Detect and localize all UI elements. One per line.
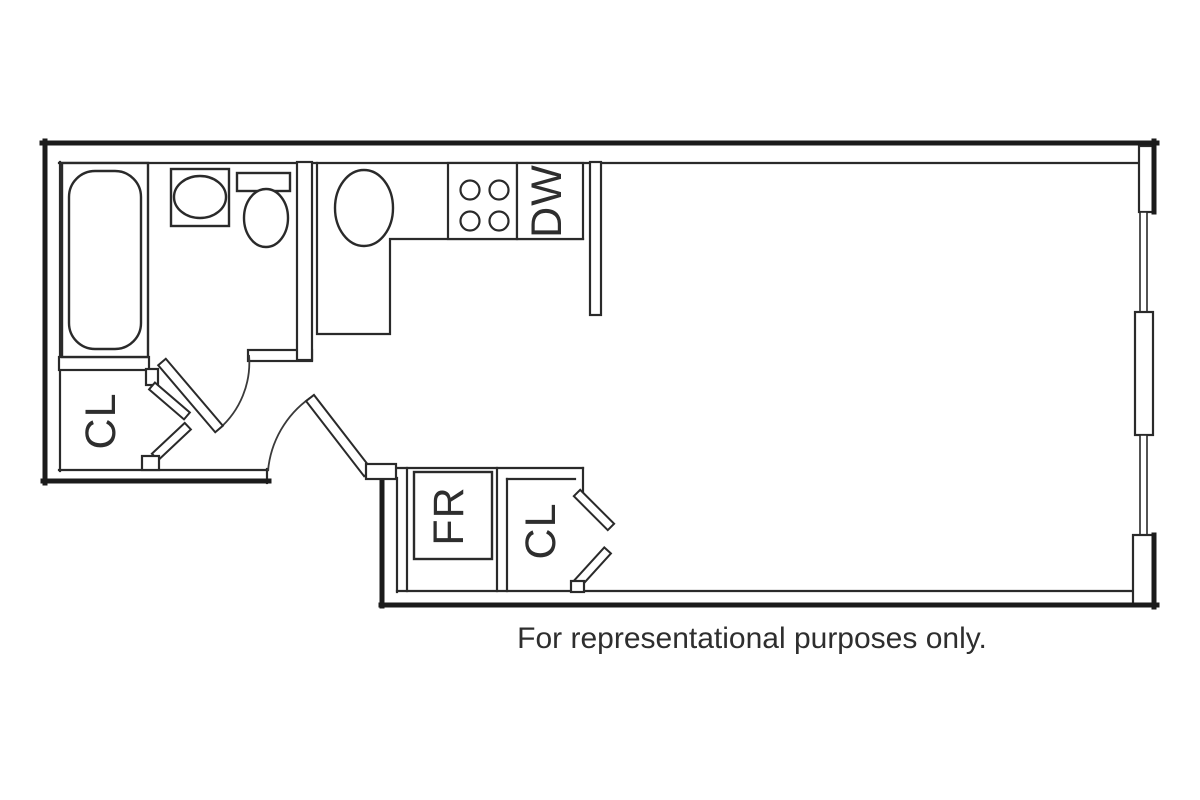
- outer-walls: [39, 138, 1160, 610]
- window-lower: [1139, 434, 1148, 536]
- closet-bifold-panel-lower: [150, 421, 193, 462]
- kitchen-sink: [333, 168, 395, 248]
- stove-burner: [488, 210, 510, 232]
- stove-burner: [459, 210, 481, 232]
- refrigerator-label: FR: [425, 486, 473, 545]
- bathroom-sink-basin: [172, 174, 228, 220]
- closet-door-bottom-stub: [140, 454, 161, 472]
- kitchen-partition-wall: [588, 160, 603, 317]
- bathroom-door-swing-arc: [218, 354, 251, 430]
- lower-section: FR CL: [395, 466, 616, 594]
- bathroom-east-wall: [295, 160, 314, 362]
- living-closet-door-upper: [572, 488, 616, 532]
- living-closet-bottom-stub: [569, 579, 586, 594]
- entry-door-stub: [364, 462, 398, 481]
- hall-closet: CL: [77, 381, 193, 472]
- bathroom-door-panel: [156, 357, 225, 434]
- window-upper: [1139, 211, 1148, 313]
- doors: [156, 354, 398, 481]
- toilet-bowl: [242, 187, 290, 249]
- dishwasher-box: [515, 161, 585, 241]
- hall-closet-label: CL: [77, 393, 125, 450]
- caption-text: For representational purposes only.: [517, 622, 987, 655]
- bathroom-south-wall-left: [57, 355, 151, 372]
- closet-bifold-panel-upper: [147, 381, 192, 421]
- refrigerator-box: [412, 470, 494, 561]
- stove-burner: [459, 179, 481, 201]
- window-mullion: [1133, 310, 1155, 437]
- entry-door-panel: [304, 393, 374, 478]
- stove-burner: [488, 179, 510, 201]
- dishwasher-label: DW: [523, 164, 571, 238]
- entry-door-swing-arc: [267, 397, 311, 472]
- bathroom: [57, 160, 314, 387]
- living-closet-label: CL: [517, 503, 565, 560]
- bathtub-inner: [67, 169, 143, 351]
- kitchen: DW: [315, 160, 603, 336]
